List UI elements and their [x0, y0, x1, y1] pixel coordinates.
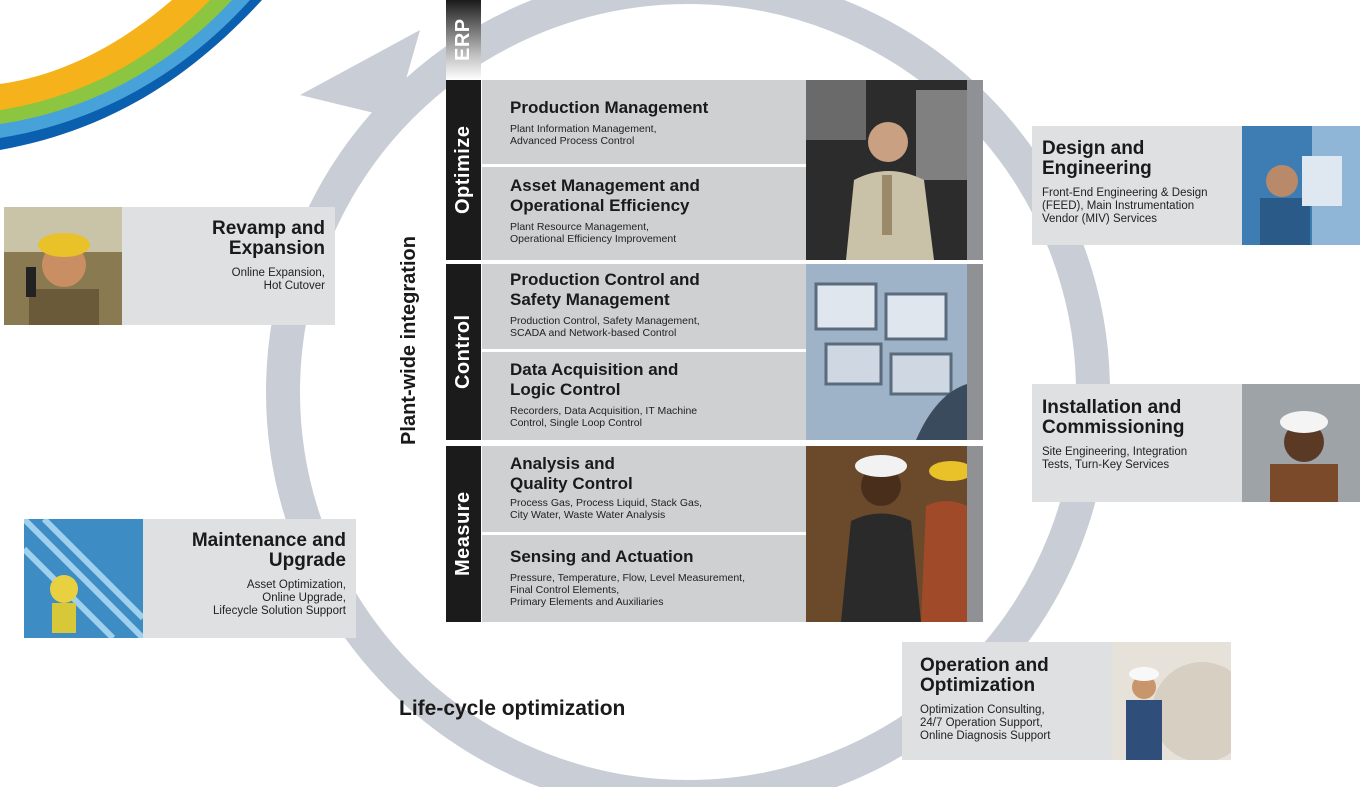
workers-handshake-photo [806, 446, 967, 622]
cell-sensing-actuation: Sensing and Actuation Pressure, Temperat… [482, 535, 806, 622]
design-desc: Front-End Engineering & Design(FEED), Ma… [1042, 187, 1208, 225]
operation-desc: Optimization Consulting,24/7 Operation S… [920, 704, 1051, 742]
maintenance-desc: Asset Optimization,Online Upgrade,Lifecy… [213, 579, 346, 617]
maintenance-worker-photo [24, 519, 143, 638]
revamp-desc: Online Expansion,Hot Cutover [231, 267, 325, 292]
band-label-erp: ERP [446, 0, 481, 80]
life-cycle-optimization-label: Life-cycle optimization [399, 697, 626, 720]
measure-stripe [967, 446, 983, 622]
band-label-measure: Measure [446, 446, 481, 622]
engineers-photo [1242, 126, 1360, 245]
ribbon-logo-graphic [0, 0, 262, 150]
ring-arrowhead [300, 30, 420, 118]
operation-worker-photo [1112, 642, 1231, 760]
installation-worker-photo [1242, 384, 1360, 502]
optimize-stripe [967, 80, 983, 260]
business-man-phone-photo [806, 80, 967, 260]
cell-production-management: Production Management Plant Information … [482, 80, 806, 164]
band-label-optimize: Optimize [446, 80, 481, 260]
control-room-monitors-photo [806, 264, 967, 440]
band-label-control: Control [446, 264, 481, 440]
control-stripe [967, 264, 983, 440]
plant-wide-integration-label: Plant-wide integration [397, 235, 420, 445]
worker-radio-photo [4, 207, 122, 325]
